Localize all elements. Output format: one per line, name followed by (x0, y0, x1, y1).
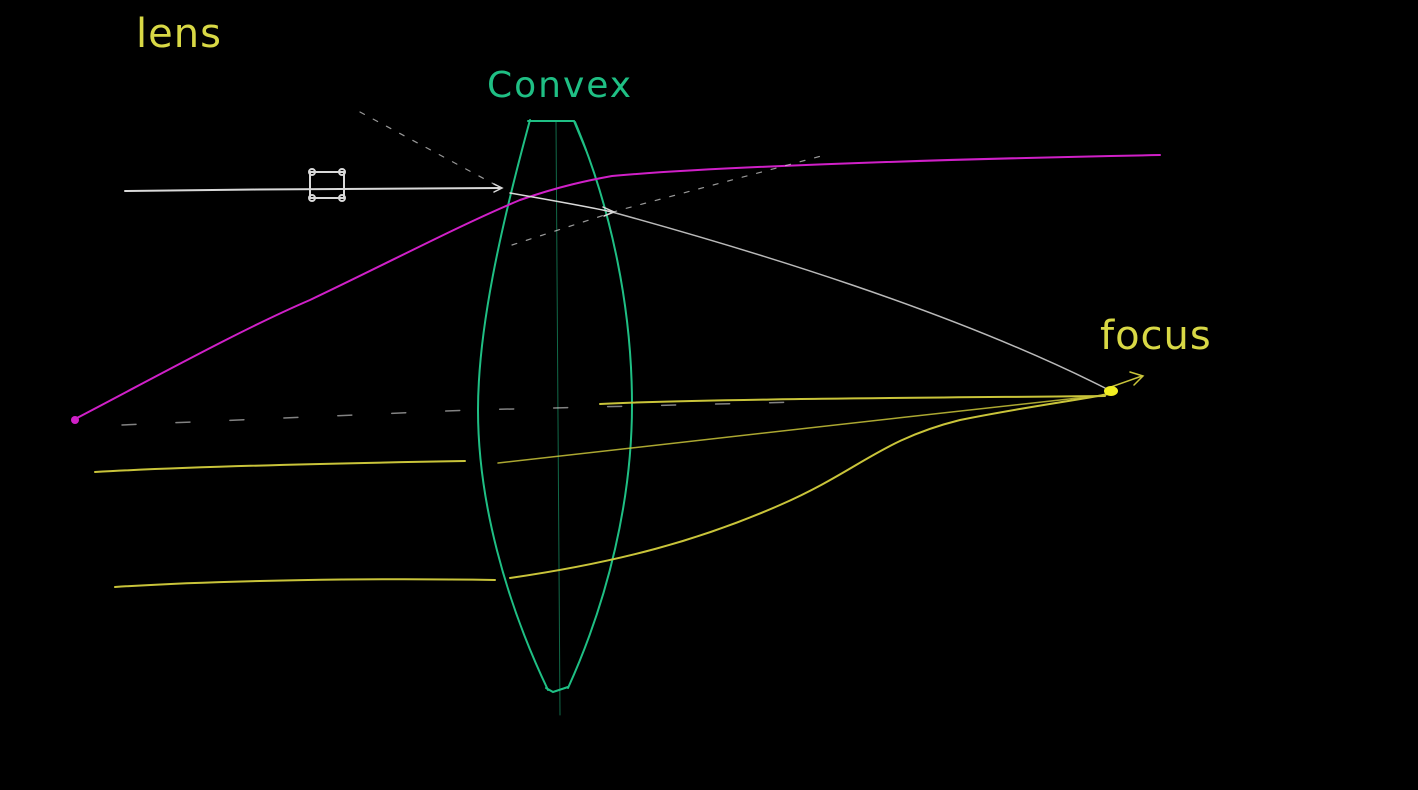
ray-magenta (74, 154, 1161, 420)
ray-white-out (611, 211, 1106, 389)
white-ray (121, 111, 1106, 426)
dashed-normal-right (511, 154, 826, 246)
lens-bottom-edge (545, 686, 569, 694)
ray-white-in-lens (509, 192, 613, 213)
ray-yellow-lower-out (509, 393, 1109, 579)
lens-title-label: lens (136, 11, 222, 57)
light-source-box (308, 168, 346, 202)
dashed-axis-line (121, 401, 801, 426)
focus-point (1104, 386, 1118, 396)
ray-yellow-axis (599, 395, 1106, 405)
focus-label: focus (1100, 313, 1212, 359)
ray-white-in (124, 187, 501, 192)
yellow-rays (94, 371, 1145, 588)
ray-yellow-lower-in (114, 578, 496, 588)
ray-yellow-middle-out (497, 394, 1106, 464)
convex-label: Convex (487, 65, 634, 106)
magenta-ray (71, 154, 1161, 424)
dashed-normal-top (359, 111, 506, 191)
magenta-source-dot (71, 416, 79, 424)
lens-center-axis (555, 121, 561, 716)
focus-arrow (1107, 371, 1145, 389)
lens-top-edge (527, 120, 587, 151)
ray-yellow-middle-in (94, 460, 466, 473)
lens-left-surface (476, 119, 549, 691)
